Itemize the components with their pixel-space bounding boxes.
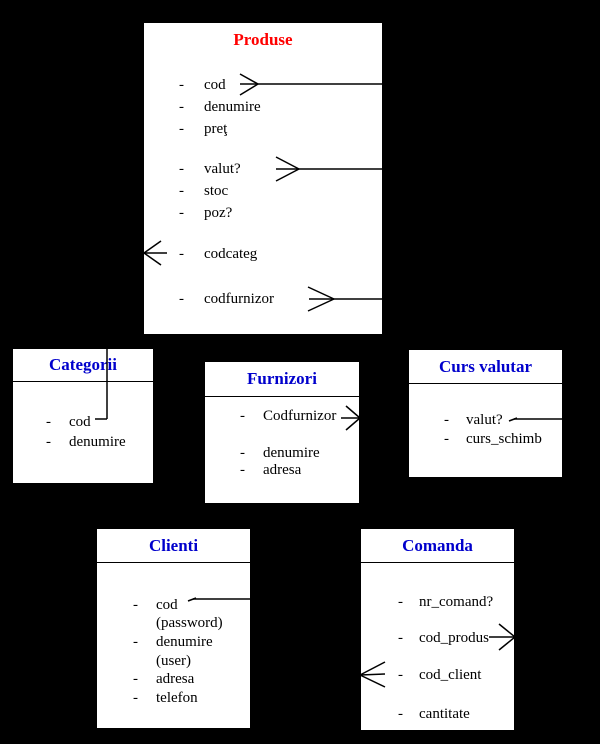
field-row-codcateg: - codcateg — [144, 246, 382, 263]
bullet-dash: - — [179, 291, 184, 307]
entity-categorii: Categorii - cod - denumire — [12, 348, 154, 484]
entity-clienti: Clienti - cod (password) - denumire (use… — [96, 528, 251, 729]
field-row-user: (user) — [97, 653, 250, 670]
field-label: curs_schimb — [466, 431, 542, 447]
field-row-telefon: - telefon — [97, 690, 250, 707]
field-row-codfurnizor: - codfurnizor — [144, 291, 382, 308]
field-row-adresa: - adresa — [205, 462, 359, 479]
bullet-dash: - — [444, 431, 449, 447]
field-label: denumire — [204, 99, 261, 115]
field-label: denumire — [156, 634, 213, 650]
field-label: cod — [204, 77, 226, 93]
entity-furnizori: Furnizori - Codfurnizor - denumire - adr… — [204, 361, 360, 504]
bullet-dash: - — [179, 161, 184, 177]
field-label: valut? — [466, 412, 503, 428]
field-row-cod: - cod — [13, 414, 153, 431]
field-row-adresa: - adresa — [97, 671, 250, 688]
field-row-codfurnizor: - Codfurnizor — [205, 408, 359, 425]
field-label: preţ — [204, 121, 228, 137]
entity-title-produse: Produse — [233, 30, 293, 49]
bullet-dash: - — [398, 630, 403, 646]
bullet-dash: - — [179, 246, 184, 262]
bullet-dash: - — [133, 690, 138, 706]
field-row-cantitate: - cantitate — [361, 706, 514, 723]
bullet-dash: - — [179, 77, 184, 93]
bullet-dash: - — [398, 667, 403, 683]
bullet-dash: - — [179, 121, 184, 137]
field-row-stoc: - stoc — [144, 183, 382, 200]
field-label: adresa — [263, 462, 302, 478]
field-label: valut? — [204, 161, 241, 177]
field-label: cod — [156, 597, 178, 613]
field-row-nr-comand: - nr_comand? — [361, 594, 514, 611]
bullet-dash: - — [398, 706, 403, 722]
entity-title-curs-valutar: Curs valutar — [409, 350, 562, 384]
field-row-cod: - cod — [97, 597, 250, 614]
field-label: (password) — [156, 615, 223, 631]
field-row-denumire: - denumire — [205, 445, 359, 462]
bullet-dash: - — [398, 594, 403, 610]
bullet-dash: - — [240, 462, 245, 478]
field-label: cantitate — [419, 706, 470, 722]
bullet-dash: - — [179, 99, 184, 115]
field-row-curs-schimb: - curs_schimb — [409, 431, 562, 448]
entity-curs-valutar: Curs valutar - valut? - curs_schimb — [408, 349, 563, 478]
bullet-dash: - — [240, 445, 245, 461]
field-label: denumire — [263, 445, 320, 461]
field-label: cod_client — [419, 667, 482, 683]
field-row-denumire: - denumire — [97, 634, 250, 651]
field-row-cod-produs: - cod_produs — [361, 630, 514, 647]
field-row-denumire: - denumire — [13, 434, 153, 451]
bullet-dash: - — [179, 205, 184, 221]
field-label: codfurnizor — [204, 291, 274, 307]
entity-title-clienti: Clienti — [97, 529, 250, 563]
field-row-cod: - cod — [144, 77, 382, 94]
field-row-cod-client: - cod_client — [361, 667, 514, 684]
bullet-dash: - — [444, 412, 449, 428]
entity-title-furnizori: Furnizori — [205, 362, 359, 397]
entity-title-comanda: Comanda — [361, 529, 514, 563]
field-row-denumire: - denumire — [144, 99, 382, 116]
field-label: denumire — [69, 434, 126, 450]
field-label: codcateg — [204, 246, 258, 262]
bullet-dash: - — [240, 408, 245, 424]
bullet-dash: - — [46, 434, 51, 450]
field-label: (user) — [156, 653, 191, 669]
field-label: stoc — [204, 183, 229, 199]
field-label: cod_produs — [419, 630, 489, 646]
field-label: nr_comand? — [419, 594, 494, 610]
bullet-dash: - — [46, 414, 51, 430]
bullet-dash: - — [179, 183, 184, 199]
field-label: telefon — [156, 690, 198, 706]
field-row-password: (password) — [97, 615, 250, 632]
field-row-valut: - valut? — [409, 412, 562, 429]
entity-comanda: Comanda - nr_comand? - cod_produs - cod_… — [360, 528, 515, 731]
field-row-poz: - poz? — [144, 205, 382, 222]
field-row-valut: - valut? — [144, 161, 382, 178]
bullet-dash: - — [133, 597, 138, 613]
entity-produse: Produse - cod - denumire - preţ - valut?… — [143, 22, 383, 335]
bullet-dash: - — [133, 634, 138, 650]
field-row-pret: - preţ — [144, 121, 382, 138]
field-label: Codfurnizor — [263, 408, 337, 424]
field-label: poz? — [204, 205, 233, 221]
field-label: adresa — [156, 671, 195, 687]
bullet-dash: - — [133, 671, 138, 687]
field-label: cod — [69, 414, 91, 430]
entity-title-categorii: Categorii — [13, 349, 153, 382]
